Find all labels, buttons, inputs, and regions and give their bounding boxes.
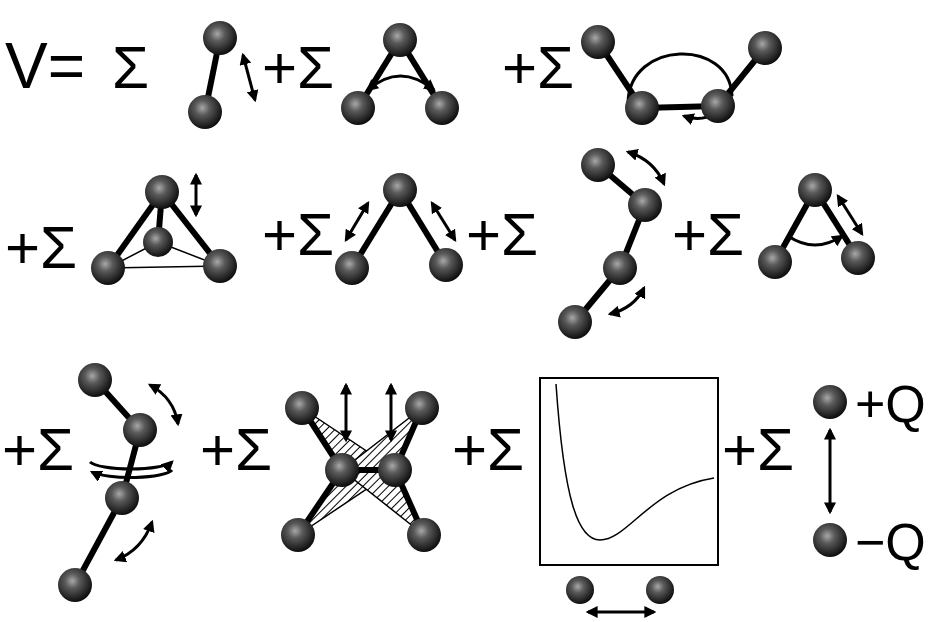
bond-stretch-term xyxy=(188,21,255,129)
angle-bend-term xyxy=(341,23,459,125)
torsion-cross-term xyxy=(58,363,178,602)
van-der-waals-term xyxy=(540,378,718,612)
sum-symbol: +Σ xyxy=(722,420,794,480)
electrostatic-term xyxy=(813,385,847,557)
sum-symbol: Σ xyxy=(112,38,149,98)
formula-text: V= xyxy=(5,34,85,98)
sum-symbol: +Σ xyxy=(502,38,574,98)
sum-symbol: +Σ xyxy=(672,205,744,265)
sum-symbol: +Σ xyxy=(262,205,334,265)
stretch-bend-term xyxy=(558,148,664,339)
sum-symbol: +Σ xyxy=(200,420,272,480)
sum-symbol: +Σ xyxy=(452,420,524,480)
out-of-plane-term xyxy=(91,175,237,285)
sum-symbol: +Σ xyxy=(2,420,74,480)
charge-label: −Q xyxy=(855,516,926,568)
sum-symbol: +Σ xyxy=(466,205,538,265)
sum-symbol: +Σ xyxy=(262,38,334,98)
stretch-stretch-term xyxy=(335,173,463,285)
bend-bend-term xyxy=(758,173,875,279)
sum-symbol: +Σ xyxy=(5,218,77,278)
charge-label: +Q xyxy=(855,378,926,430)
improper-term xyxy=(281,385,441,552)
torsion-term xyxy=(581,25,782,125)
